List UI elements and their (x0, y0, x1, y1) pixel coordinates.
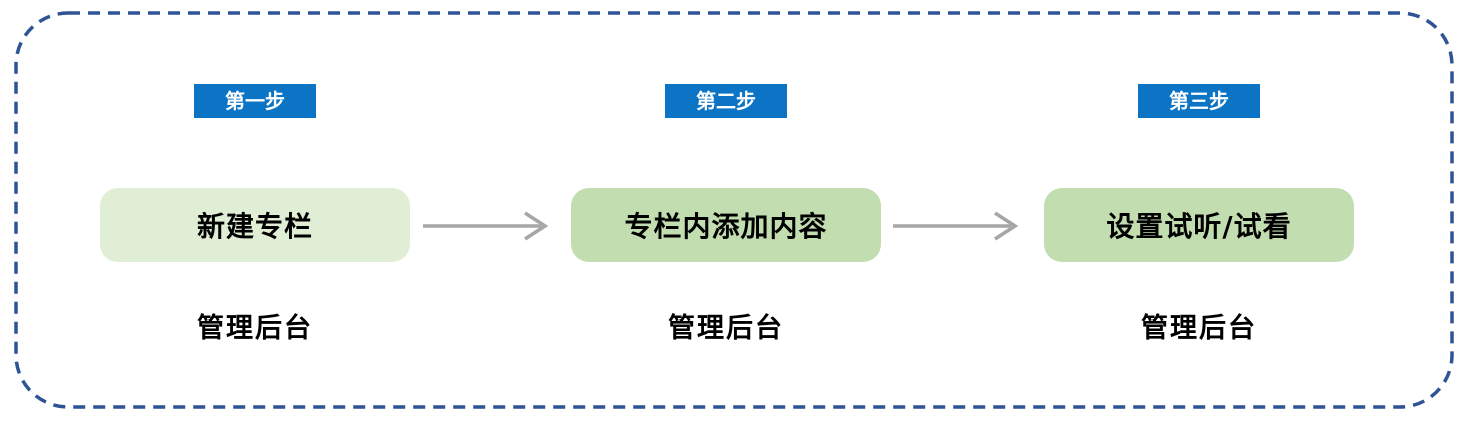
step-caption-3: 管理后台 (1141, 313, 1257, 344)
step-caption-1: 管理后台 (197, 313, 313, 344)
step-badge-3: 第三步 (1138, 84, 1260, 118)
step-column-1: 第一步 新建专栏 管理后台 (100, 0, 410, 434)
step-box-1: 新建专栏 (100, 188, 410, 262)
step-box-3-label: 设置试听/试看 (1106, 210, 1292, 243)
step-badge-1: 第一步 (194, 84, 316, 118)
step-badge-2: 第二步 (665, 84, 787, 118)
arrow-right-icon (893, 211, 1019, 241)
step-box-2: 专栏内添加内容 (571, 188, 881, 262)
step-column-2: 第二步 专栏内添加内容 管理后台 (571, 0, 881, 434)
step-box-3: 设置试听/试看 (1044, 188, 1354, 262)
step-box-1-label: 新建专栏 (196, 210, 313, 243)
arrow-right-icon (423, 211, 549, 241)
step-column-3: 第三步 设置试听/试看 管理后台 (1044, 0, 1354, 434)
step-caption-2: 管理后台 (668, 313, 784, 344)
step-box-2-label: 专栏内添加内容 (624, 210, 828, 243)
